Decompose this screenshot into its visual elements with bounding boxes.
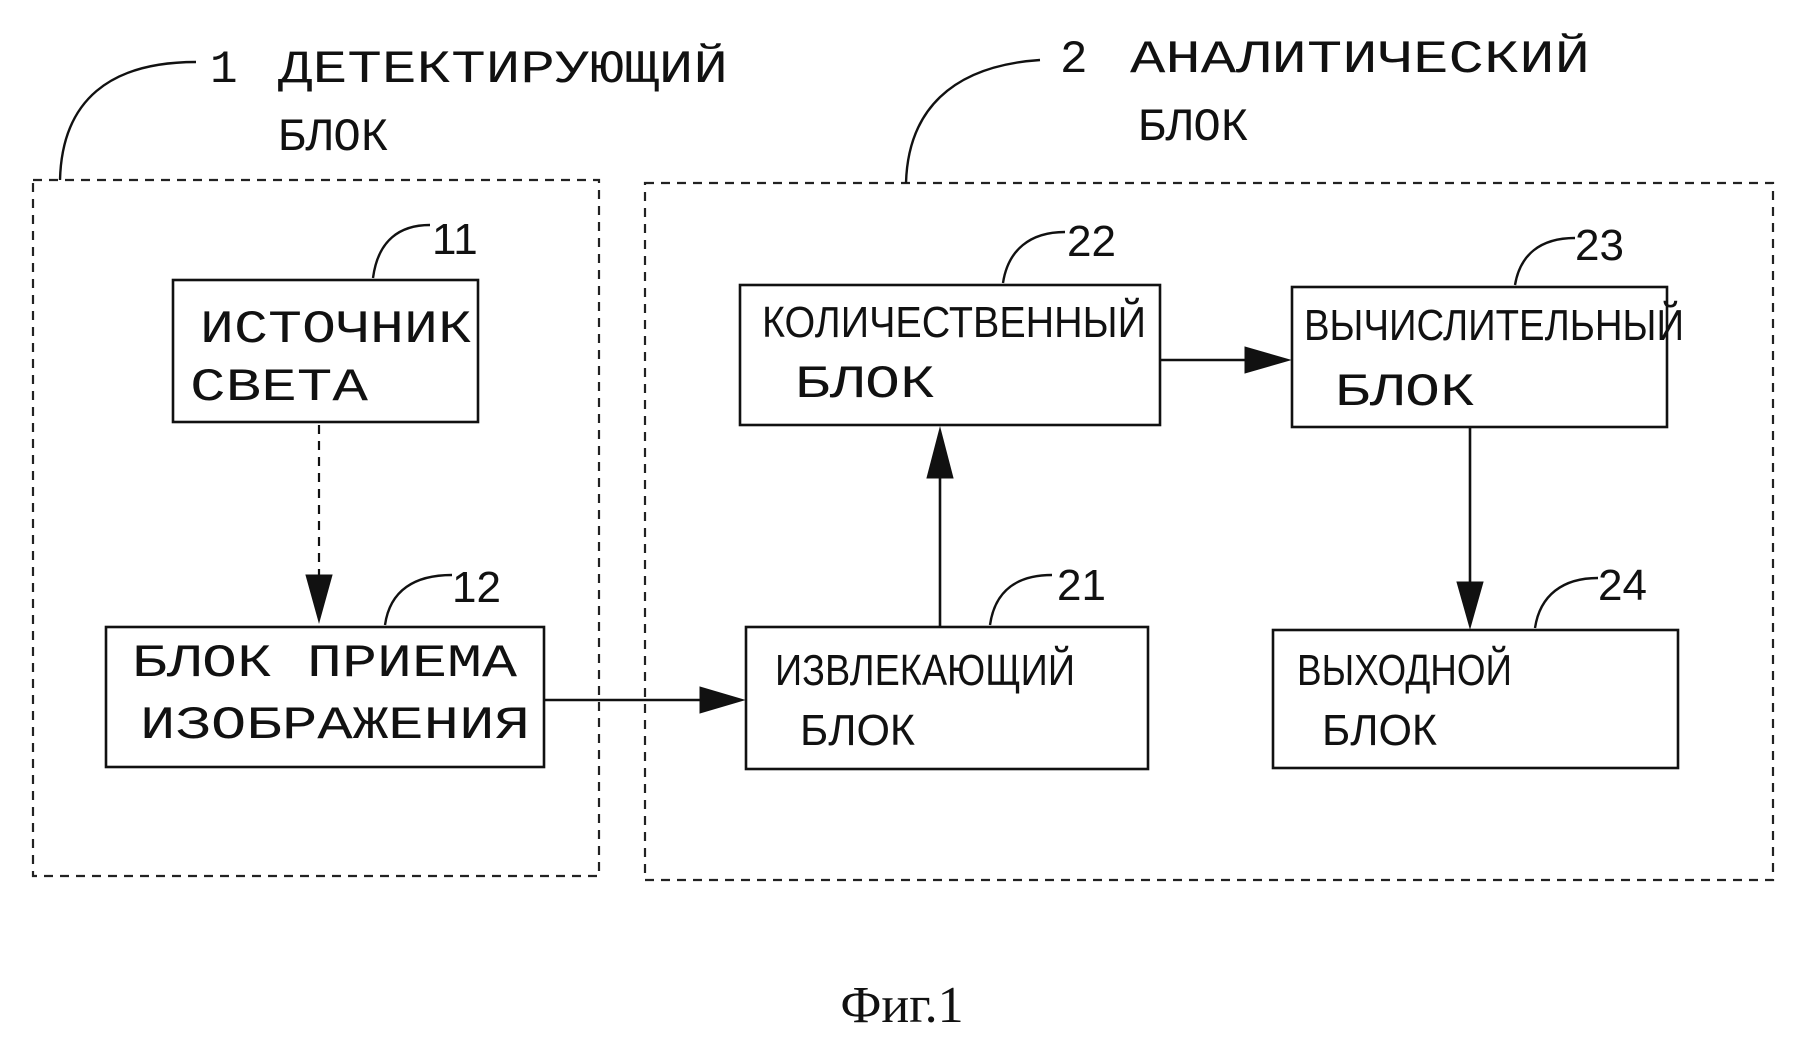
arrow-light-to-receiver	[306, 425, 332, 622]
block-light-source-line1: ИСТОЧНИК	[200, 304, 472, 356]
block-quantitative-number: 22	[1067, 217, 1116, 266]
arrow-receiver-to-extracting-head	[700, 687, 744, 713]
arrow-quantitative-to-computing	[1160, 347, 1290, 373]
group-analytic-leader	[906, 60, 1040, 183]
group-detector-title-line1: ДЕТЕКТИРУЮЩИЙ	[278, 43, 728, 96]
block-computing: 23 ВЫЧИСЛИТЕЛЬНЫЙ БЛОК	[1292, 221, 1684, 427]
block-light-source: 11 ИСТОЧНИК СВЕТА	[173, 215, 478, 422]
block-computing-leader	[1515, 238, 1575, 285]
block-image-receiver-line1: БЛОК ПРИЕМА	[132, 638, 517, 690]
block-light-source-number: 11	[432, 215, 478, 264]
block-light-source-line2: СВЕТА	[190, 362, 368, 414]
arrow-computing-to-output-head	[1457, 582, 1483, 628]
arrow-computing-to-output	[1457, 427, 1483, 628]
block-extracting-number: 21	[1057, 561, 1106, 610]
block-image-receiver-leader	[385, 575, 452, 625]
block-image-receiver-line2: ИЗОБРАЖЕНИЯ	[140, 700, 530, 752]
arrow-extracting-to-quantitative-head	[927, 428, 953, 478]
group-detector-leader	[60, 62, 196, 180]
group-detector-title-line2: БЛОК	[278, 112, 388, 164]
block-output-line2: БЛОК	[1322, 706, 1437, 755]
block-quantitative: 22 КОЛИЧЕСТВЕННЫЙ БЛОК	[740, 217, 1160, 425]
group-analytic-number: 2	[1060, 34, 1088, 86]
block-extracting-line2: БЛОК	[800, 706, 915, 755]
block-light-source-leader	[373, 225, 430, 278]
figure-caption: Фиг.1	[840, 977, 963, 1034]
block-output-leader	[1535, 578, 1598, 628]
arrow-light-to-receiver-head	[306, 575, 332, 622]
block-extracting: 21 ИЗВЛЕКАЮЩИЙ БЛОК	[746, 561, 1148, 769]
arrow-quantitative-to-computing-head	[1245, 347, 1290, 373]
group-detector-number: 1	[210, 44, 238, 96]
block-computing-line1: ВЫЧИСЛИТЕЛЬНЫЙ	[1304, 299, 1684, 350]
block-output-number: 24	[1598, 561, 1647, 610]
block-quantitative-line1: КОЛИЧЕСТВЕННЫЙ	[762, 296, 1146, 347]
block-quantitative-leader	[1003, 232, 1065, 283]
block-extracting-leader	[990, 575, 1052, 625]
group-analytic-title-line2: БЛОК	[1138, 102, 1248, 154]
block-computing-line2: БЛОК	[1335, 367, 1475, 419]
block-image-receiver-number: 12	[452, 563, 501, 612]
group-analytic-title-line1: АНАЛИТИЧЕСКИЙ	[1130, 33, 1590, 86]
block-quantitative-line2: БЛОК	[795, 359, 935, 411]
block-output-line1: ВЫХОДНОЙ	[1297, 644, 1512, 695]
block-extracting-line1: ИЗВЛЕКАЮЩИЙ	[775, 644, 1075, 695]
arrow-extracting-to-quantitative	[927, 428, 953, 627]
block-computing-number: 23	[1575, 221, 1624, 270]
